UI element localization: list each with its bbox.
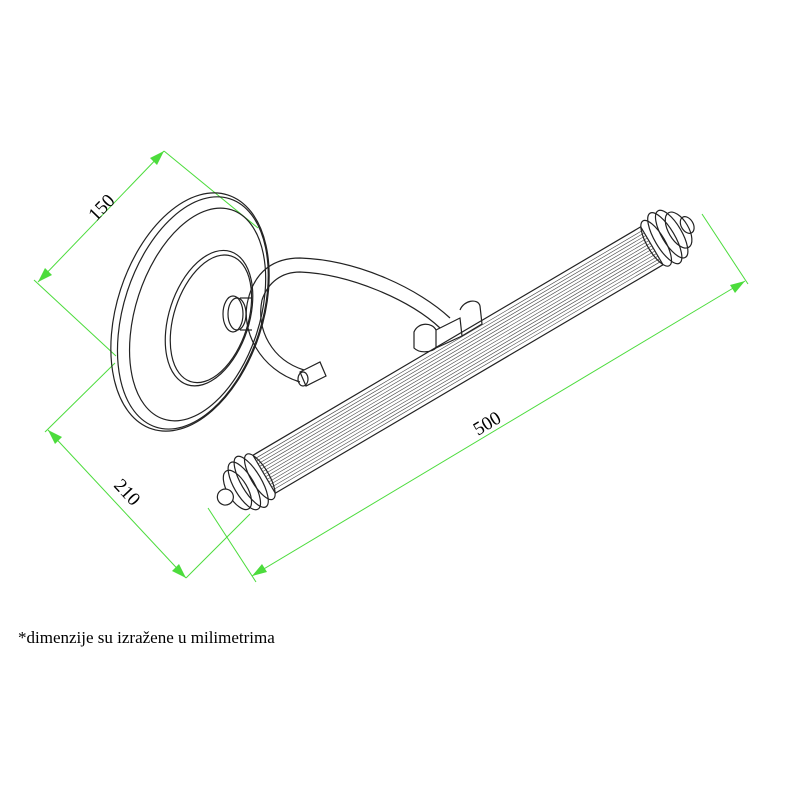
flute-line: [273, 261, 662, 490]
light-tube: [216, 209, 695, 511]
dimension-label-500: 500: [470, 408, 505, 441]
wall-plate: [110, 192, 270, 432]
flute-line: [262, 242, 651, 472]
dimension-500: 500: [207, 213, 749, 583]
flute-line: [267, 250, 656, 480]
dimension-label-150: 150: [84, 190, 119, 225]
flute-line: [268, 253, 657, 483]
flute-line: [256, 232, 645, 462]
flute-line: [271, 258, 660, 488]
flute-line: [260, 240, 649, 470]
flute-line: [265, 248, 654, 478]
dimension-150: 150: [33, 150, 259, 357]
tube-flutes: [254, 230, 662, 490]
dimension-210: 210: [44, 362, 251, 579]
dimension-label-210: 210: [109, 475, 144, 510]
flute-line: [270, 255, 659, 485]
flute-line: [259, 237, 648, 467]
flute-line: [263, 245, 653, 475]
flute-line: [257, 235, 646, 465]
units-note: *dimenzije su izražene u milimetrima: [18, 628, 275, 647]
arm: [245, 257, 483, 387]
flute-line: [254, 230, 643, 459]
